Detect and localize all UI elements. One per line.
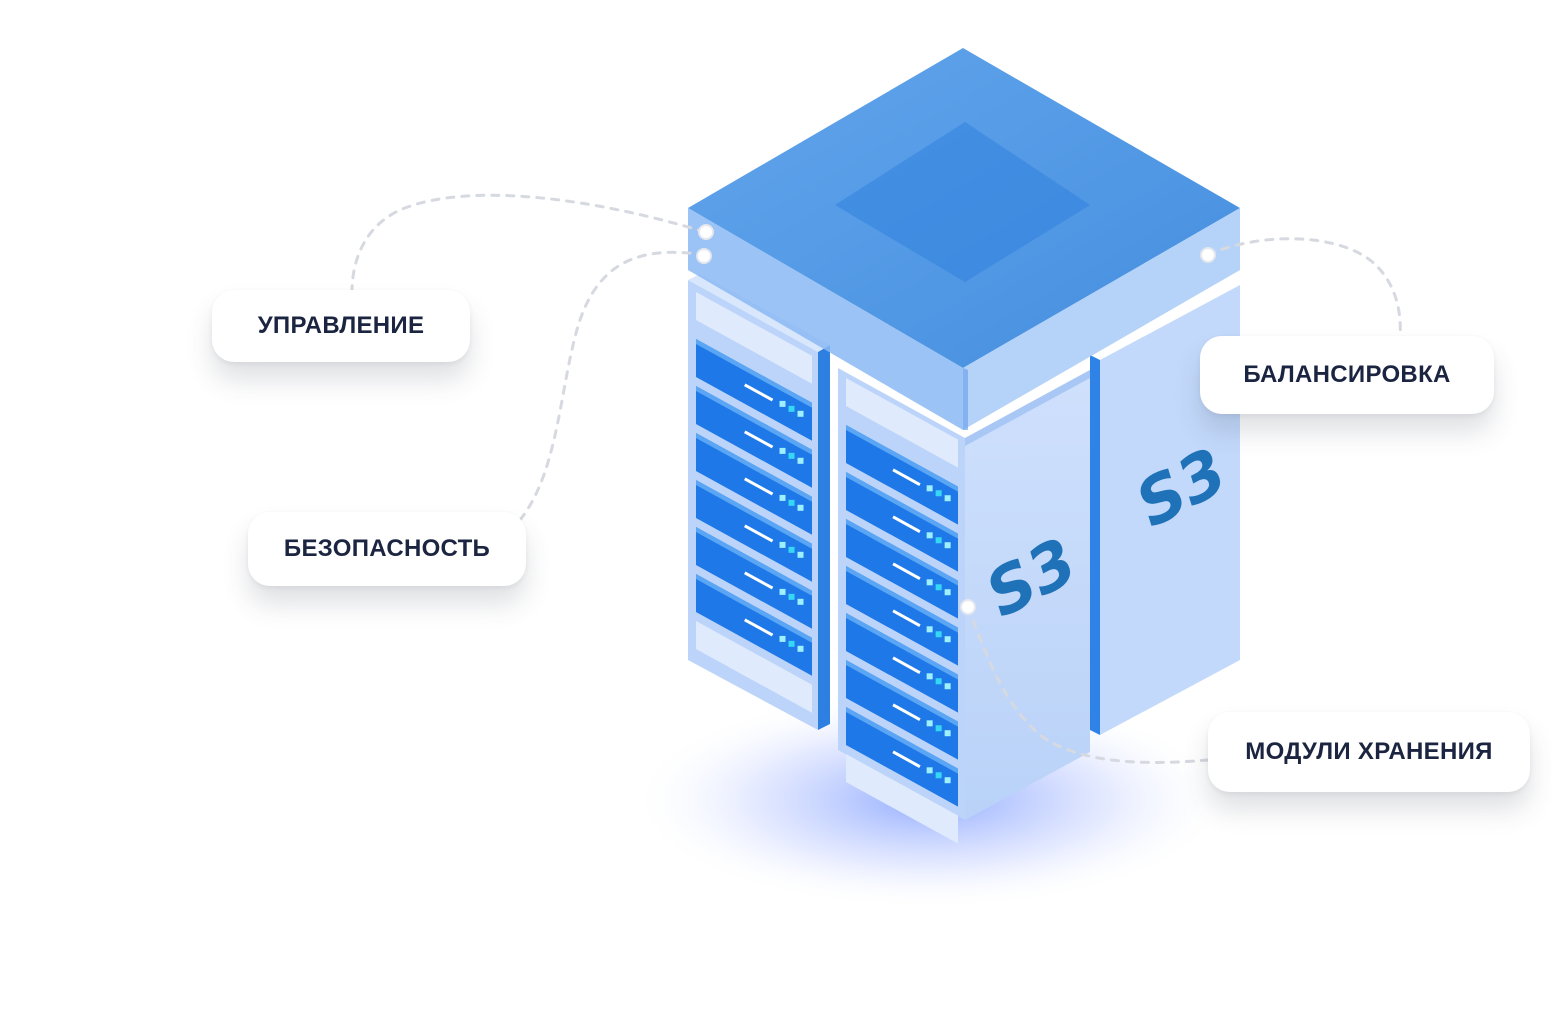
dot-management (698, 224, 714, 240)
left-rack-drive-unit (696, 574, 812, 676)
dot-balancing (1200, 247, 1216, 263)
rack-left (688, 274, 830, 730)
front-rack-top-panel (846, 378, 958, 468)
front-rack-drive-unit (846, 707, 958, 807)
front-rack-bottom-panel (846, 754, 958, 844)
left-rack-top-panel (696, 292, 812, 384)
callout-storage-modules: МОДУЛИ ХРАНЕНИЯ (1208, 712, 1530, 792)
connector-management (350, 193, 707, 294)
front-rack-drive-unit (846, 425, 958, 525)
left-rack-drive-unit (696, 386, 812, 488)
connector-security (518, 250, 707, 522)
left-rack-drive-unit (696, 527, 812, 629)
connector-balancing (1206, 237, 1402, 340)
dot-security (696, 248, 712, 264)
front-rack-drive-unit (846, 472, 958, 572)
left-rack-drive-unit (696, 433, 812, 535)
front-rack-drive-unit (846, 519, 958, 619)
left-rack-drive-unit (696, 339, 812, 441)
left-rack-drive-unit (696, 480, 812, 582)
dot-storage (960, 599, 976, 615)
rack-front (838, 368, 1090, 844)
left-rack-bottom-panel (696, 621, 812, 713)
connector-storage (966, 605, 1210, 764)
front-rack-drive-unit (846, 613, 958, 713)
top-slab (688, 48, 1240, 430)
front-rack-drive-unit (846, 566, 958, 666)
front-rack-drive-unit (846, 660, 958, 760)
callout-balancing: БАЛАНСИРОВКА (1200, 336, 1494, 414)
callout-management: УПРАВЛЕНИЕ (212, 290, 470, 362)
callout-security: БЕЗОПАСНОСТЬ (248, 512, 526, 586)
